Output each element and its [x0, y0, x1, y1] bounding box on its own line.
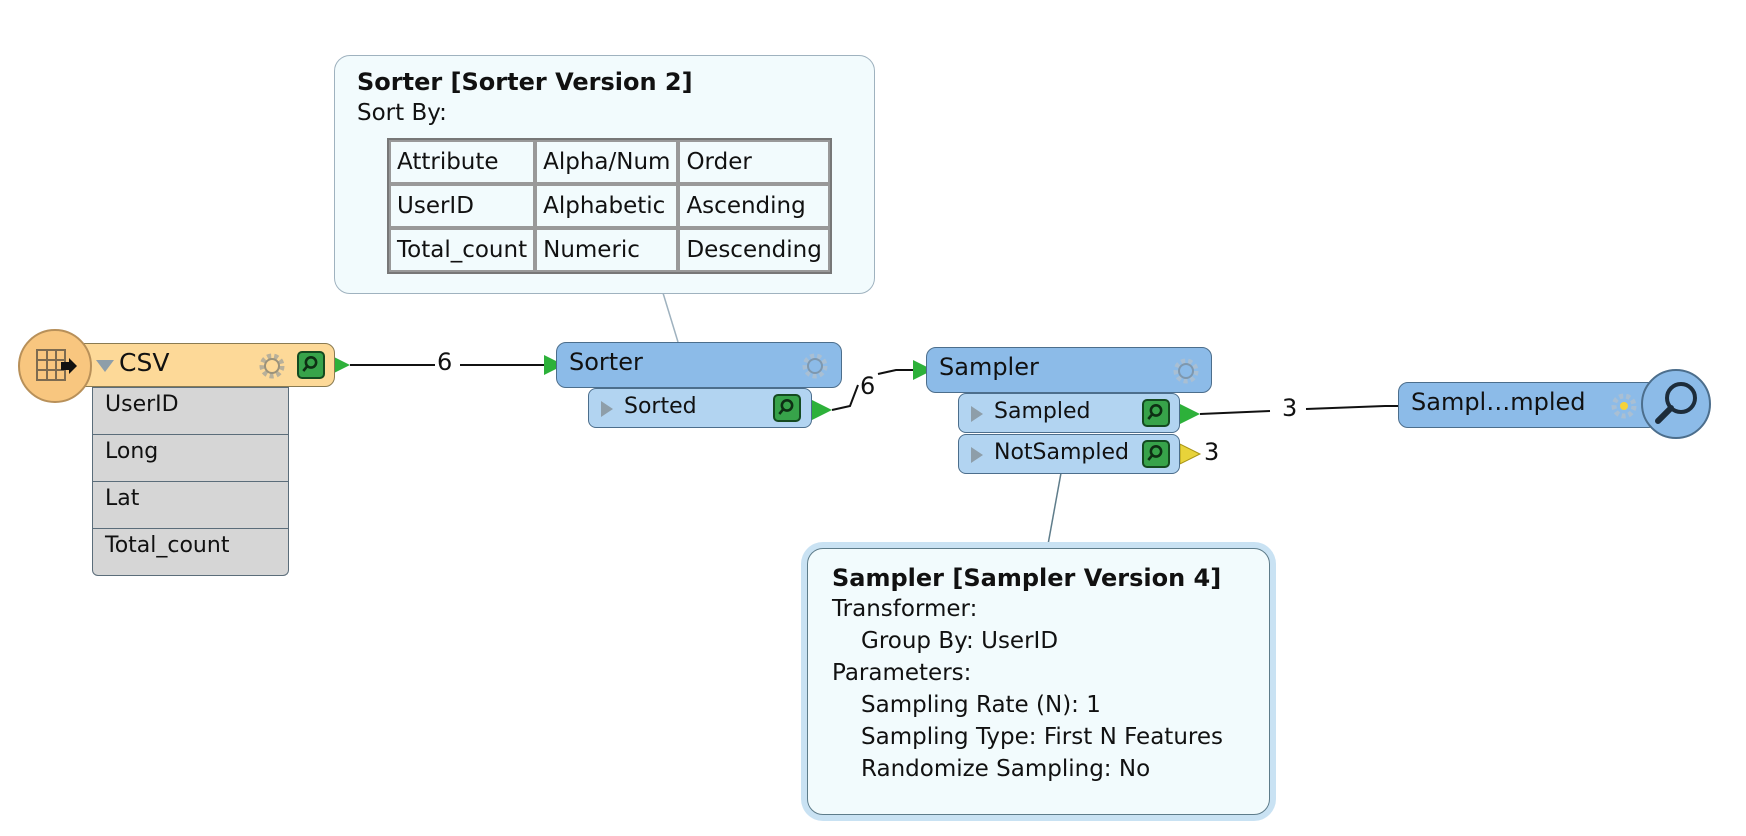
table-row: Total_count Numeric Descending — [389, 228, 830, 272]
tooltip-line: Parameters: — [832, 660, 972, 686]
sorter-tooltip-pointer — [662, 292, 679, 343]
collapse-triangle-icon[interactable] — [96, 360, 114, 372]
tooltip-line: Sampling Rate (N): 1 — [861, 692, 1101, 718]
sampled-port-label: Sampled — [994, 399, 1091, 424]
port-triangle-icon[interactable] — [971, 406, 983, 422]
table-cell: Descending — [678, 228, 830, 272]
table-header-cell: Order — [678, 140, 830, 184]
sampled-output-arrow — [1180, 404, 1200, 424]
sorted-output-arrow — [812, 400, 832, 420]
sorter-tooltip-subtitle: Sort By: — [357, 100, 447, 126]
gear-icon[interactable] — [257, 351, 287, 381]
sort-parameters-table: Attribute Alpha/Num Order UserID Alphabe… — [387, 138, 832, 274]
table-row: UserID Alphabetic Ascending — [389, 184, 830, 228]
gear-icon[interactable] — [800, 351, 830, 381]
tooltip-line: Randomize Sampling: No — [861, 756, 1151, 782]
inspector-node-title: Sampl…mpled — [1411, 388, 1586, 416]
table-cell: Ascending — [678, 184, 830, 228]
csv-attribute-list: UserID Long Lat Total_count — [92, 387, 289, 576]
csv-reader-icon — [18, 329, 92, 403]
table-header-cell: Attribute — [389, 140, 536, 184]
sorter-tooltip: Sorter [Sorter Version 2] Sort By: Attri… — [334, 55, 875, 294]
gear-icon[interactable] — [1171, 356, 1201, 386]
attribute-item[interactable]: UserID — [92, 387, 289, 435]
inspector-node[interactable]: Sampl…mpled — [1398, 382, 1658, 428]
notsampled-output-port[interactable]: NotSampled — [958, 434, 1180, 474]
magnifier-icon[interactable] — [1142, 440, 1170, 468]
connection-sampled-inspector — [1199, 405, 1403, 415]
connection-count-notsampled: 3 — [1204, 438, 1220, 466]
inspector-icon[interactable] — [1640, 368, 1712, 440]
gear-icon[interactable] — [1609, 391, 1639, 421]
table-header-cell: Alpha/Num — [535, 140, 679, 184]
sampler-input-arrow — [913, 360, 933, 380]
attribute-item[interactable]: Long — [92, 435, 289, 482]
attribute-item[interactable]: Total_count — [92, 529, 289, 576]
table-header-row: Attribute Alpha/Num Order — [389, 140, 830, 184]
csv-reader-node[interactable]: CSV — [73, 343, 335, 387]
connection-count-sampled-inspector: 3 — [1282, 394, 1298, 422]
table-cell: UserID — [389, 184, 536, 228]
sorter-node[interactable]: Sorter — [556, 342, 842, 388]
table-cell: Total_count — [389, 228, 536, 272]
sampler-node[interactable]: Sampler — [926, 347, 1212, 393]
attribute-item[interactable]: Lat — [92, 482, 289, 529]
table-cell: Numeric — [535, 228, 679, 272]
magnifier-icon[interactable] — [773, 394, 801, 422]
csv-output-arrow — [330, 355, 350, 375]
sorted-output-port[interactable]: Sorted — [588, 388, 812, 428]
connection-count-csv-sorter: 6 — [437, 348, 453, 376]
table-cell: Alphabetic — [535, 184, 679, 228]
sampler-tooltip-pointer — [1046, 472, 1062, 551]
notsampled-output-arrow — [1179, 443, 1202, 465]
sampler-tooltip: Sampler [Sampler Version 4] Transformer:… — [807, 548, 1270, 815]
tooltip-line: Sampling Type: First N Features — [861, 724, 1223, 750]
port-triangle-icon[interactable] — [971, 447, 983, 463]
magnifier-icon[interactable] — [297, 351, 325, 379]
notsampled-port-label: NotSampled — [994, 440, 1129, 465]
sorter-node-title: Sorter — [569, 348, 643, 376]
magnifier-icon[interactable] — [1142, 399, 1170, 427]
sampler-tooltip-title: Sampler [Sampler Version 4] — [832, 564, 1222, 592]
csv-node-title: CSV — [119, 348, 170, 377]
sorter-tooltip-title: Sorter [Sorter Version 2] — [357, 68, 693, 96]
sampled-output-port[interactable]: Sampled — [958, 393, 1180, 433]
tooltip-line: Transformer: — [832, 596, 978, 622]
sorter-input-arrow — [544, 355, 564, 375]
sampler-node-title: Sampler — [939, 353, 1039, 381]
tooltip-line: Group By: UserID — [861, 628, 1059, 654]
sorted-port-label: Sorted — [624, 394, 697, 419]
connection-sorted-sampler — [831, 369, 915, 411]
connection-count-sorter-sampler: 6 — [860, 372, 876, 400]
port-triangle-icon[interactable] — [601, 401, 613, 417]
